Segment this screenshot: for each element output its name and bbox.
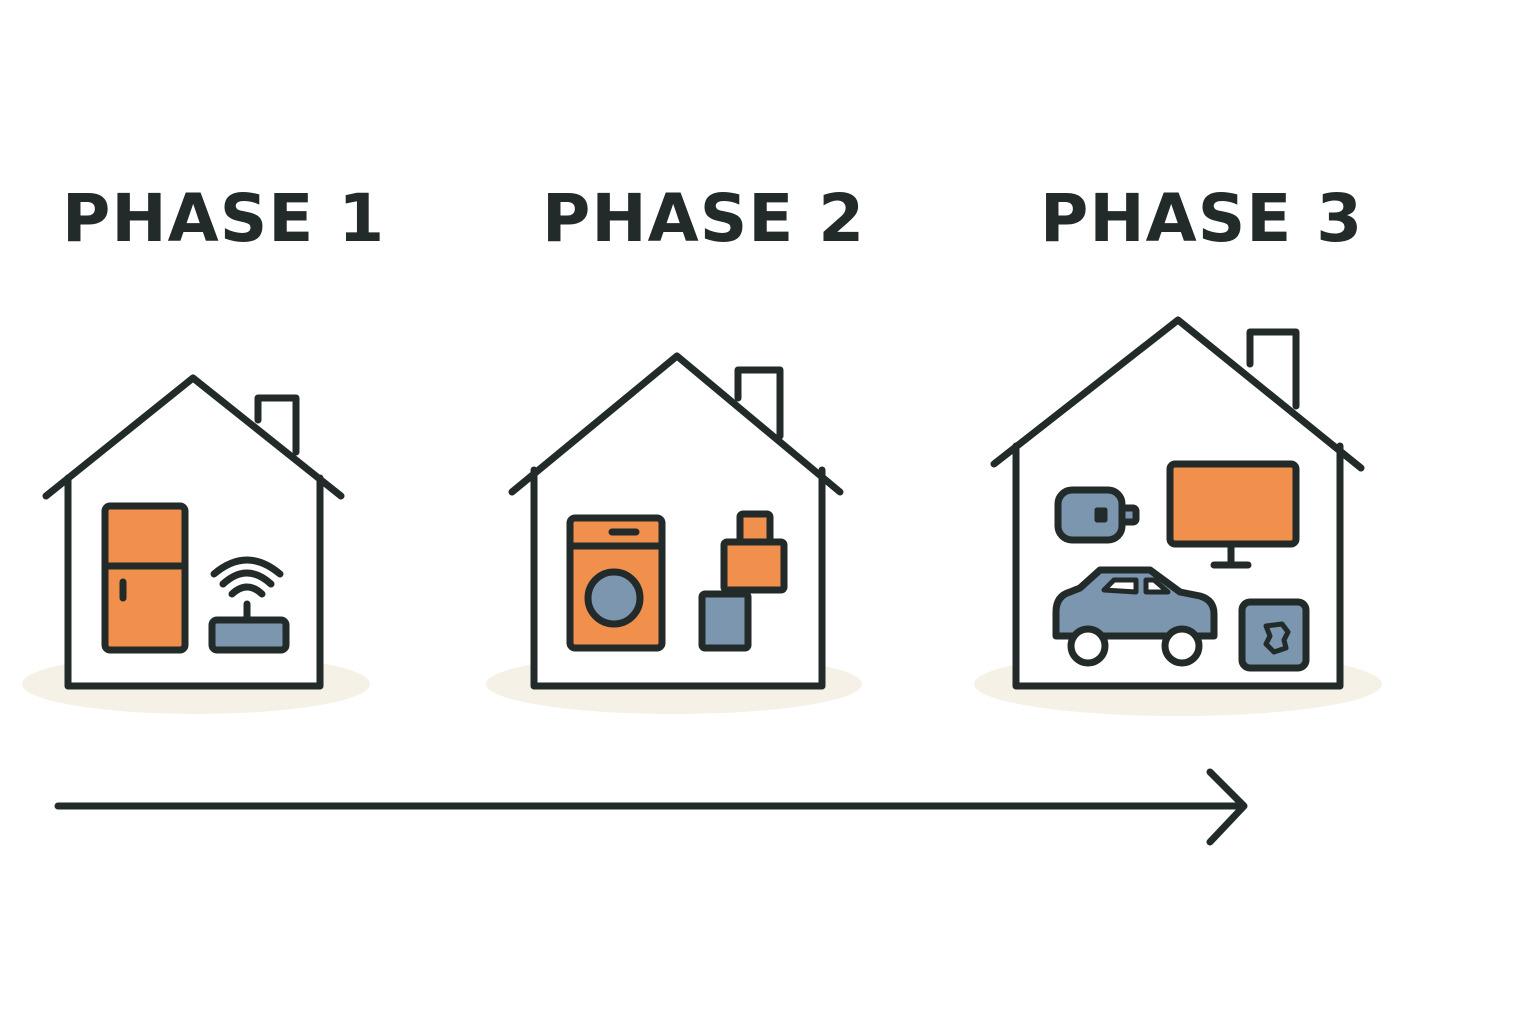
package-box-icon	[698, 590, 752, 652]
electric-car-icon	[1052, 566, 1218, 667]
phase-2-title: PHASE 2	[542, 180, 866, 257]
washing-machine-icon	[566, 514, 666, 652]
package-box-icon	[720, 510, 788, 594]
phase-3-title: PHASE 3	[1040, 180, 1364, 257]
chimney-icon	[254, 394, 300, 456]
refrigerator-icon	[101, 502, 189, 654]
phase-1-house	[22, 374, 370, 714]
phase-2-house	[486, 352, 862, 714]
television-icon	[1166, 460, 1300, 569]
house-roof	[42, 374, 345, 500]
wifi-router-icon	[208, 556, 290, 654]
chimney-icon	[1246, 328, 1300, 410]
smart-plug-icon	[1054, 486, 1140, 544]
chimney-icon	[734, 366, 784, 440]
phase-1-title: PHASE 1	[62, 180, 386, 257]
phase-3-house	[974, 316, 1382, 716]
house-roof	[508, 352, 844, 496]
house-roof	[990, 316, 1365, 472]
smart-socket-icon	[1238, 598, 1310, 672]
arrow-right-icon	[1206, 768, 1248, 846]
timeline-arrow	[54, 768, 1248, 846]
